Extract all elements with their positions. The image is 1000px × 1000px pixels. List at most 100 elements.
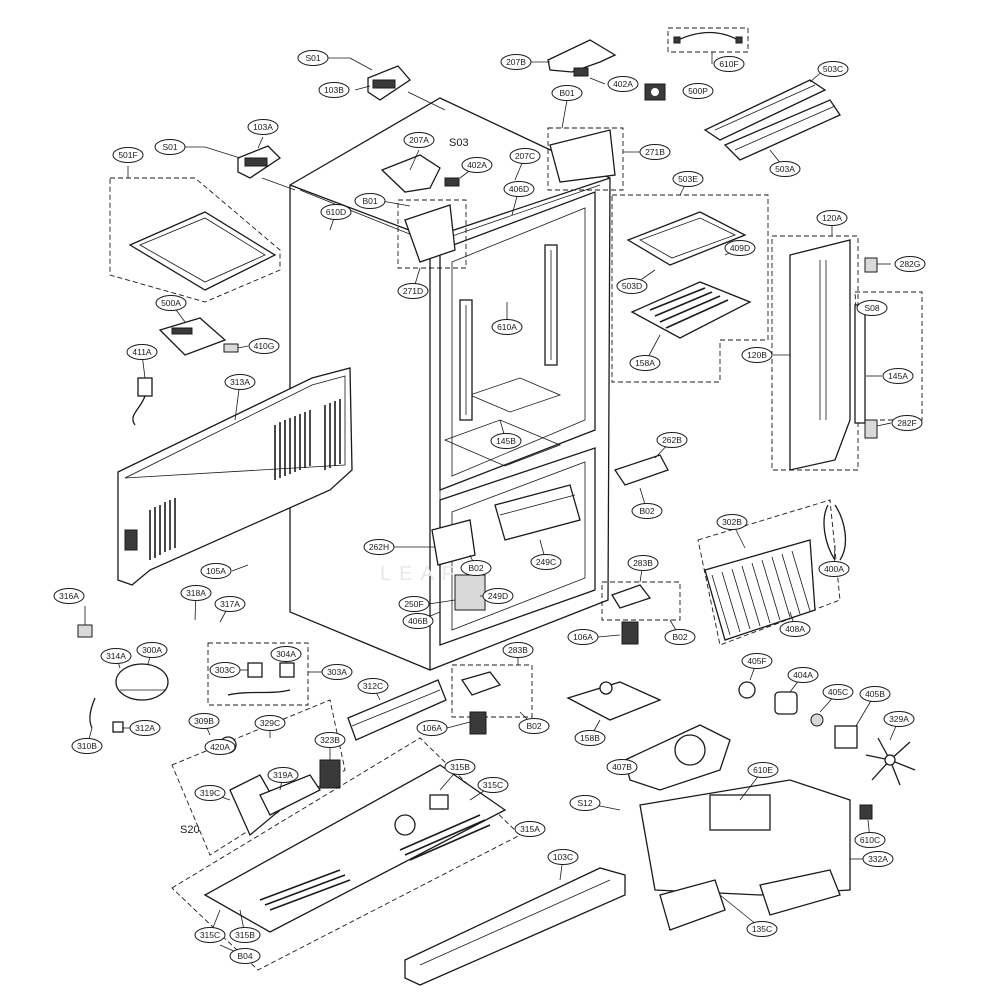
callout-bubble [154,139,186,155]
callout-text: 282G [900,259,921,269]
callout-bubble [882,368,914,384]
callout-315c-b: 315C [194,927,226,943]
callout-bubble [214,596,246,612]
callout-text: 404A [793,670,813,680]
callout-bubble [444,759,476,775]
callout-bubble [100,648,132,664]
callout-409d: 409D [724,240,756,256]
callout-bubble [514,821,546,837]
callout-405f: 405F [741,653,773,669]
callout-text: 271B [645,147,665,157]
callout-text: 503D [622,281,642,291]
callout-bubble [482,588,514,604]
callout-text: S01 [305,53,320,63]
callout-106a-b: 106A [416,720,448,736]
callout-text: 323B [320,735,340,745]
callout-319c: 319C [194,785,226,801]
callout-text: 500P [688,86,708,96]
callout-312c: 312C [357,678,389,694]
part-610f-harness [667,27,749,53]
callout-314a: 314A [100,648,132,664]
callout-text: 303A [327,667,347,677]
callout-text: 317A [220,599,240,609]
callout-bubble [224,374,256,390]
callout-332a: 332A [862,851,894,867]
part-207b-bracket [547,39,617,77]
callout-text: 158A [635,358,655,368]
callout-310b: 310B [71,738,103,754]
callout-bubble [477,777,509,793]
callout-text: 283B [633,558,653,568]
callout-bubble [247,119,279,135]
callout-103a: 103A [247,119,279,135]
callout-bubble [402,613,434,629]
callout-s01-b: S01 [154,139,186,155]
callout-text: 282F [897,418,916,428]
callout-bubble [229,927,261,943]
callout-bubble [817,61,849,77]
part-332a-cover [639,779,873,931]
callout-bubble [724,240,756,256]
callout-bubble [188,713,220,729]
watermark: LEAF [380,563,462,585]
part-404a-fan-motor [738,681,916,786]
part-120a-duct [771,235,923,471]
callout-404a: 404A [787,667,819,683]
callout-bubble [862,851,894,867]
callout-610d: 610D [320,204,352,220]
part-315a-base-plate [171,737,521,971]
callout-405c: 405C [822,684,854,700]
callout-bubble [397,283,429,299]
callout-b01-a: B01 [551,85,583,101]
callout-249c: 249C [530,554,562,570]
callout-text: 314A [106,651,126,661]
callout-text: 406B [408,616,428,626]
callout-text: 249C [536,557,556,567]
callout-317a: 317A [214,596,246,612]
callout-262h: 262H [363,539,395,555]
callout-text: B02 [468,563,483,573]
callout-bubble [607,76,639,92]
callout-text: 407B [612,762,632,772]
callout-s12: S12 [569,795,601,811]
part-158b-lamp [566,681,662,721]
callout-text: 312C [363,681,383,691]
callout-bubble [747,762,779,778]
callout-text: 410G [254,341,275,351]
part-501f-tray [109,177,281,303]
callout-text: 503E [678,174,698,184]
callout-bubble [403,132,435,148]
callout-bubble [314,732,346,748]
callout-text: 103A [253,122,273,132]
callout-text: 319A [273,770,293,780]
callout-text: 106A [573,632,593,642]
callout-bubble [639,144,671,160]
callout-bubble [547,849,579,865]
callout-text: 310B [77,741,97,751]
callout-207a: 207A [403,132,435,148]
callout-400a: 400A [818,561,850,577]
callout-bubble [787,667,819,683]
callout-501f: 501F [112,147,144,163]
callout-text: 302B [722,517,742,527]
callout-282f: 282F [891,415,923,431]
callout-262b: 262B [656,432,688,448]
callout-text: B04 [237,951,252,961]
callout-text: 207A [409,135,429,145]
callout-bubble [779,621,811,637]
callout-bubble [741,653,773,669]
callout-text: 610E [753,765,773,775]
callout-408a: 408A [779,621,811,637]
callout-309b: 309B [188,713,220,729]
callout-text: 329A [889,714,909,724]
callout-text: 271D [403,286,423,296]
callout-500p: 500P [682,83,714,99]
callout-303a: 303A [321,664,353,680]
callout-text: 500A [161,298,181,308]
callout-bubble [894,256,926,272]
callout-bubble [209,662,241,678]
callout-bubble [194,927,226,943]
callout-bubble [883,711,915,727]
callout-bubble [856,300,888,316]
part-271d-box [397,199,467,269]
